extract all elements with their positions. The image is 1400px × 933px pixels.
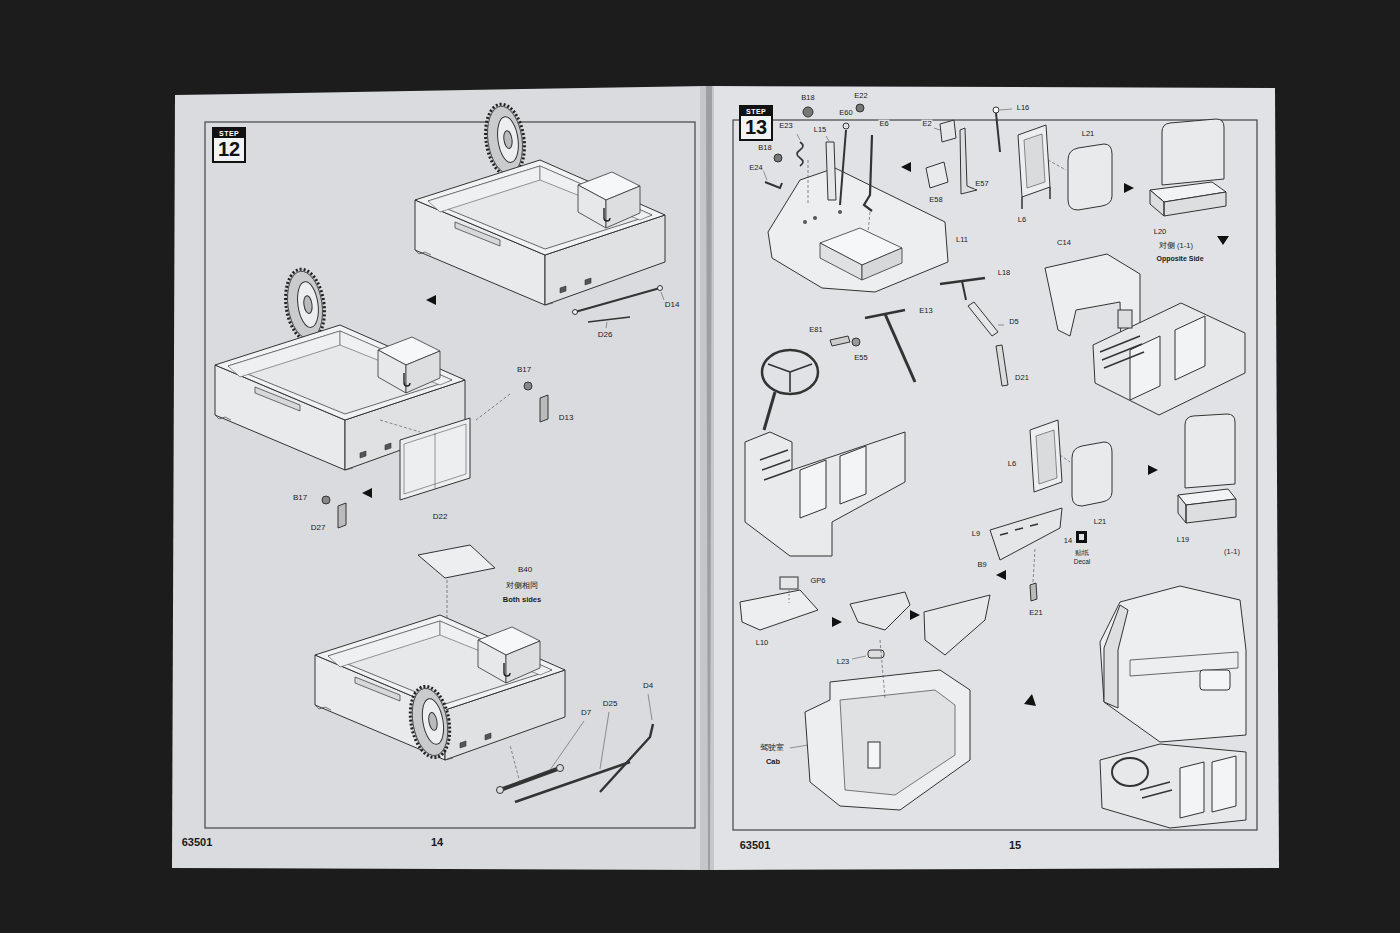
left-page [172,86,708,870]
note-text: Opposite Side [1155,255,1204,263]
page-code: 63501 [181,836,214,849]
page-number: 15 [1008,839,1022,852]
decal-note: Decal [1073,558,1092,565]
part-number: D7 [580,708,592,717]
part-number: D5 [1008,318,1020,327]
part-number: E22 [853,92,868,101]
note-text: 对侧 (1-1) [1158,242,1194,251]
part-number: B17 [292,493,308,502]
part-number: B18 [800,94,815,103]
note-text: 对侧相同 [505,581,539,590]
part-number: GP6 [809,577,826,586]
part-number: L11 [955,236,969,245]
note-text: Cab [765,758,781,767]
step-box: STEP12 [212,127,246,163]
part-number: B18 [757,144,772,153]
part-number: L18 [997,269,1012,278]
part-number: D26 [597,330,614,339]
part-number: L21 [1081,130,1096,139]
part-number: E24 [748,164,763,173]
part-number: L6 [1017,216,1027,225]
step-heading: STEP [741,107,771,116]
part-number: L15 [813,126,828,135]
part-number: L21 [1093,518,1108,527]
part-number: D22 [432,512,449,521]
part-number: C14 [1056,239,1072,248]
note-text: 驾驶室 [759,743,785,752]
part-number: L10 [755,639,770,648]
part-number: E81 [808,326,823,335]
part-number: 14 [1063,537,1073,546]
page-code: 63501 [739,839,772,852]
part-number: E13 [918,307,933,316]
part-number: L19 [1176,536,1191,545]
part-number: E21 [1028,609,1043,618]
part-number: D21 [1014,374,1030,383]
part-number: E6 [878,120,889,129]
part-number: L20 [1153,228,1168,237]
note-text: (1-1) [1223,548,1241,557]
part-number: E23 [778,122,793,131]
part-number: L23 [836,658,851,667]
step-number: 13 [741,116,771,139]
part-number: E57 [974,180,989,189]
part-number: B17 [516,365,532,374]
part-number: E58 [928,196,943,205]
note-text: Both sides [502,596,542,605]
page-number: 14 [430,836,444,849]
part-number: L6 [1007,460,1017,469]
part-number: E2 [921,120,932,129]
part-number: L9 [971,530,981,539]
part-number: D14 [664,300,681,309]
part-number: B9 [976,561,987,570]
page-frame [205,122,695,828]
part-number: E60 [838,109,853,118]
step-box: STEP13 [739,105,773,141]
part-number: B40 [517,565,533,574]
part-number: L16 [1016,104,1031,113]
decal-note: 贴纸 [1074,549,1090,556]
step-heading: STEP [214,129,244,138]
page-frame [733,120,1257,830]
right-page [710,86,1279,870]
step-number: 12 [214,138,244,161]
part-number: D4 [642,681,654,690]
part-number: D25 [602,699,619,708]
part-number: D13 [558,413,575,422]
part-number: E55 [853,354,868,363]
part-number: D27 [310,523,327,532]
